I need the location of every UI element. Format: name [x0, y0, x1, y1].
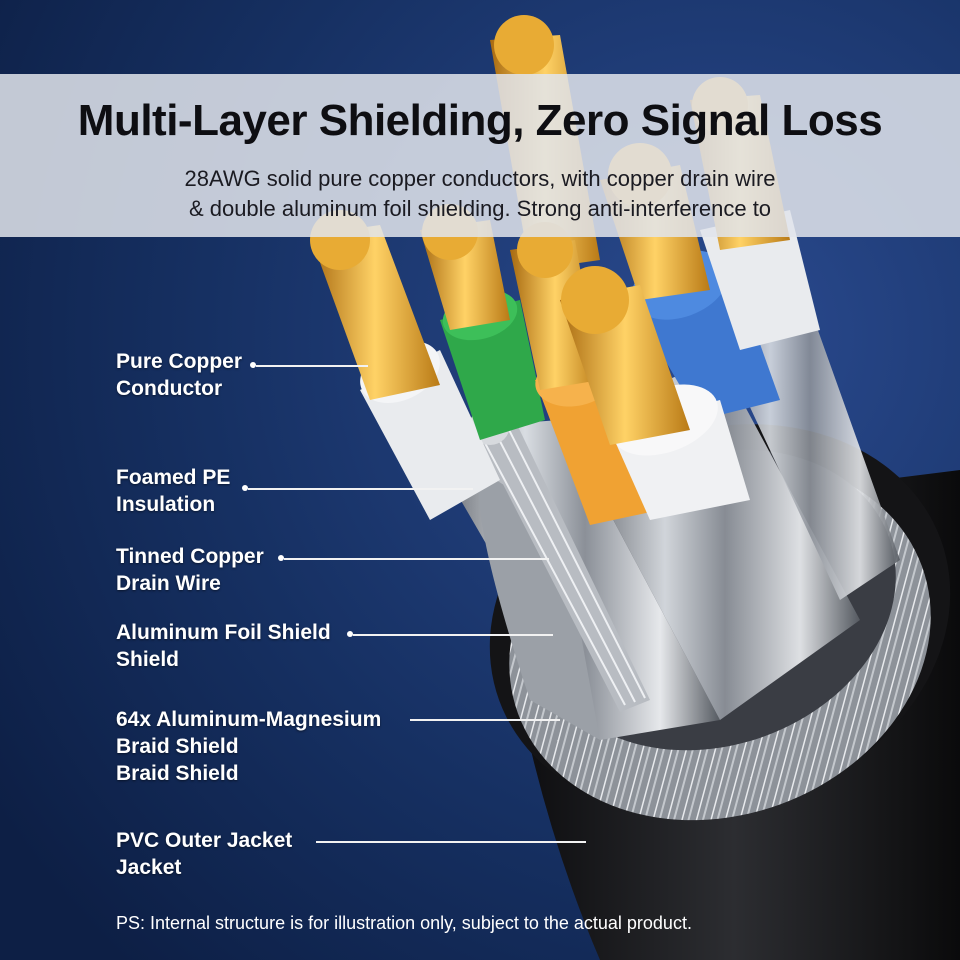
footnote: PS: Internal structure is for illustrati… [116, 913, 692, 933]
leader-line [410, 719, 560, 721]
header-band [0, 74, 960, 237]
label-text: Braid Shield [116, 735, 239, 758]
label-text: Tinned Copper [116, 545, 264, 568]
label-foamed-pe-insulation: Foamed PE Insulation [116, 464, 230, 518]
label-text: Braid Shield [116, 762, 239, 785]
label-text: Conductor [116, 377, 223, 400]
leader-dot [347, 631, 353, 637]
label-tinned-copper-drain-wire: Tinned Copper Drain Wire [116, 543, 264, 597]
page-title: Multi-Layer Shielding, Zero Signal Loss [77, 96, 883, 145]
label-text: 64x Aluminum-Magnesium [116, 708, 382, 731]
label-aluminum-foil-shield: Aluminum Foil Shield Shield [116, 619, 331, 673]
leader-dot [250, 362, 256, 368]
label-text: Drain Wire [116, 572, 221, 595]
label-text: Insulation [116, 493, 216, 516]
label-text: Jacket [116, 856, 182, 879]
label-aluminum-magnesium-braid-shield: 64x Aluminum-Magnesium Braid Shield Brai… [116, 706, 381, 787]
label-text: Aluminum Foil Shield [116, 621, 331, 644]
label-text: Shield [116, 648, 180, 671]
label-pvc-outer-jacket: PVC Outer Jacket Jacket [116, 827, 292, 881]
subtitle-line-1: 28AWG solid pure copper conductors, with… [184, 166, 776, 191]
label-text: PVC Outer Jacket [116, 829, 293, 852]
leader-dot [278, 555, 284, 561]
leader-line [284, 558, 549, 560]
leader-line [248, 488, 473, 490]
leader-dot [242, 485, 248, 491]
leader-line [316, 841, 586, 843]
leader-line [256, 365, 368, 367]
leader-line [353, 634, 553, 636]
subtitle-line-2: & double aluminum foil shielding. Strong… [188, 196, 772, 221]
label-pure-copper-conductor: Pure Copper Conductor [116, 348, 242, 402]
label-text: Pure Copper [116, 350, 243, 373]
label-text: Foamed PE [116, 466, 231, 489]
